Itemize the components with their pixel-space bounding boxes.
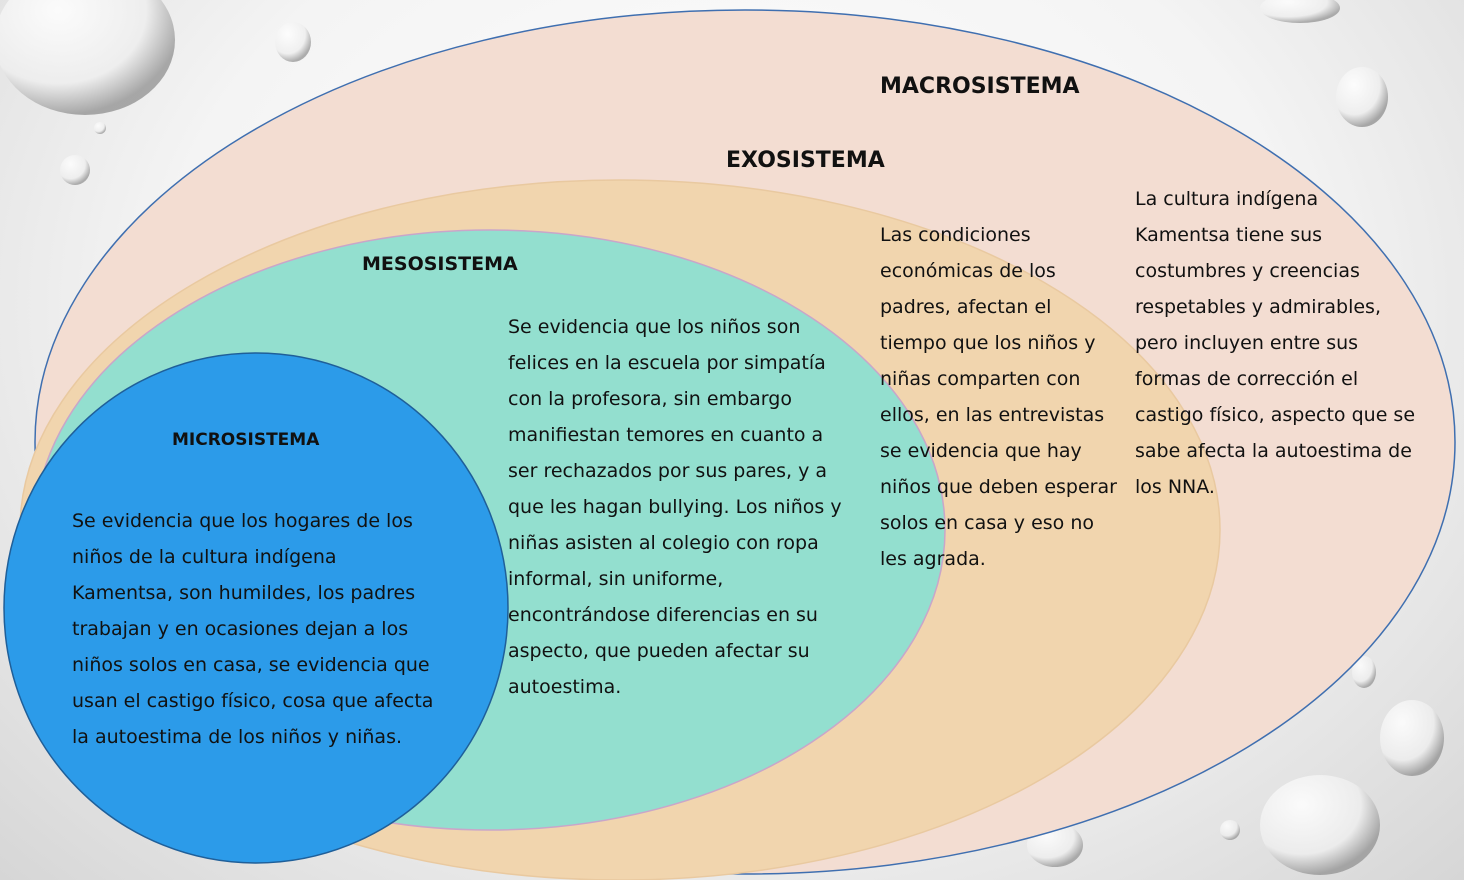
macrosistema-label: MACROSISTEMA: [880, 74, 1080, 99]
exosistema-label: EXOSISTEMA: [726, 148, 885, 173]
microsistema-circle: [3, 352, 509, 864]
mesosistema-text: Se evidencia que los niños son felices e…: [508, 316, 842, 698]
mesosistema-label: MESOSISTEMA: [362, 253, 518, 275]
microsistema-text: Se evidencia que los hogares de los niño…: [72, 510, 434, 748]
exosistema-text: Las condiciones económicas de los padres…: [880, 224, 1117, 570]
microsistema-label: MICROSISTEMA: [172, 430, 320, 450]
macrosistema-text: La cultura indígena Kamentsa tiene sus c…: [1135, 188, 1416, 498]
